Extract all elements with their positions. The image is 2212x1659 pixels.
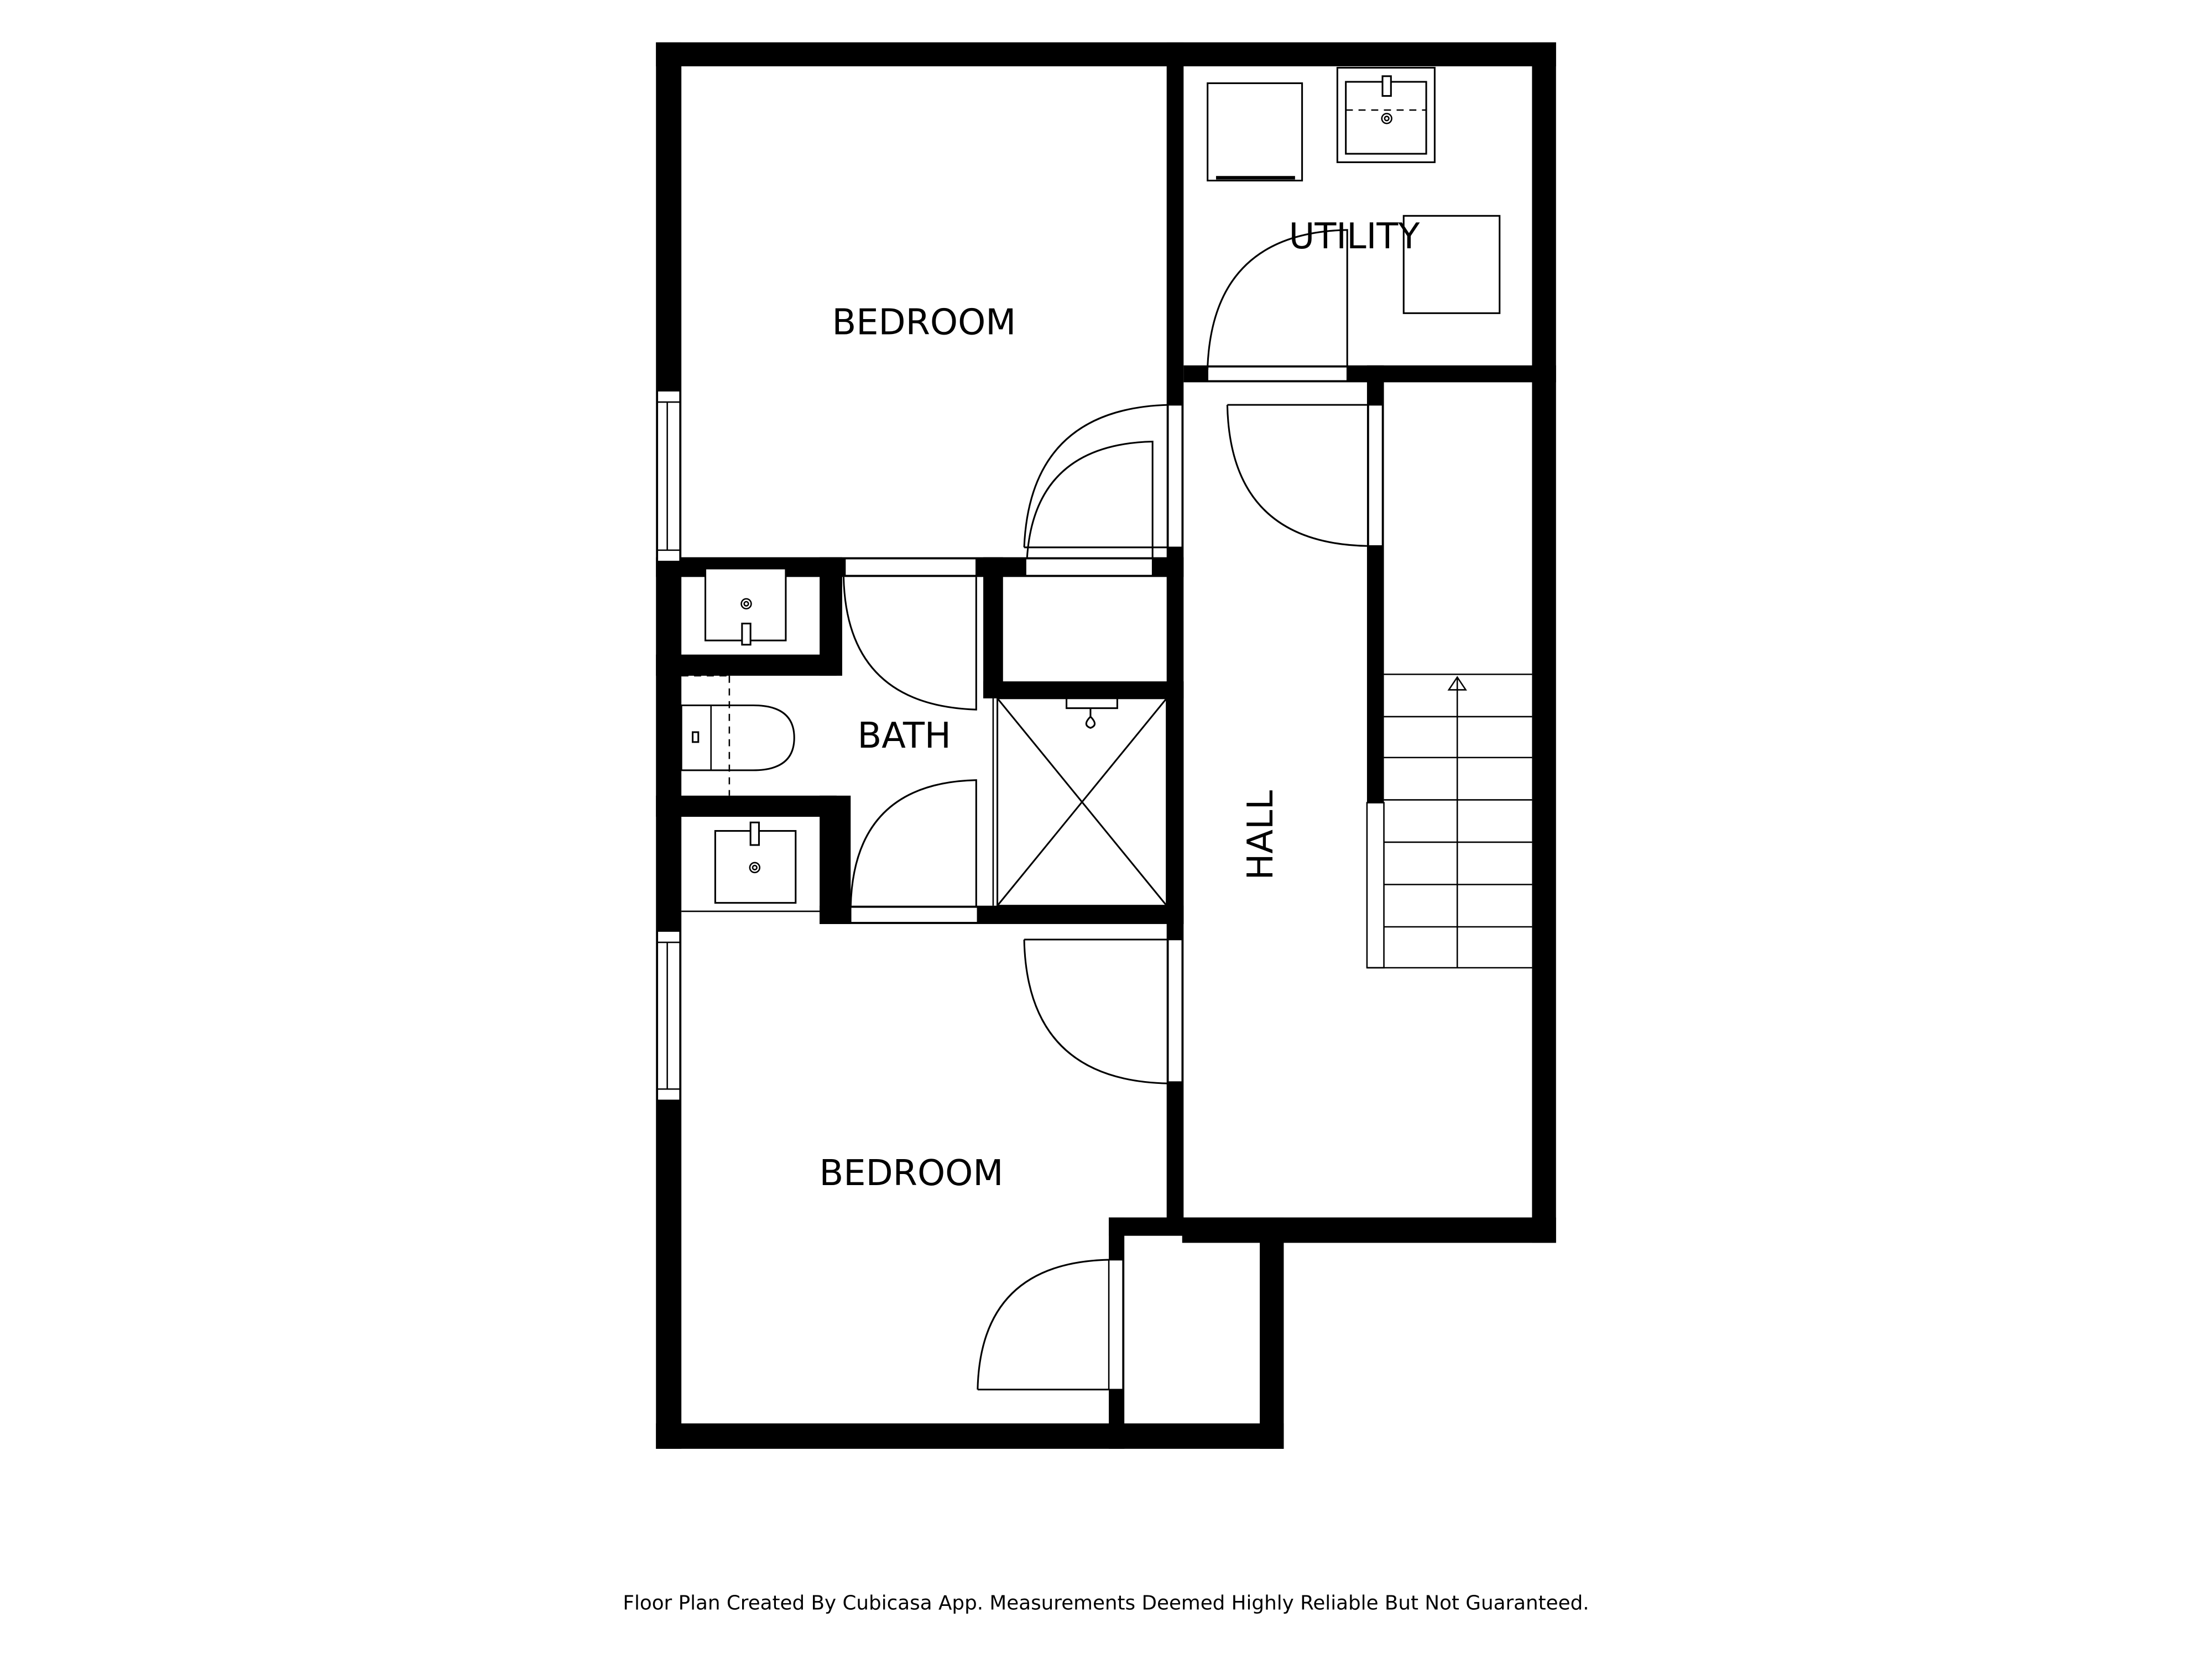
water-heater-icon xyxy=(1402,215,1501,314)
room-label-utility: UTILITY xyxy=(1289,216,1421,257)
room-label-bath: BATH xyxy=(858,716,951,757)
washer-icon xyxy=(1207,82,1303,182)
room-label-bedroom-bottom: BEDROOM xyxy=(820,1153,1004,1194)
footer-disclaimer: Floor Plan Created By Cubicasa App. Meas… xyxy=(623,1592,1589,1615)
room-label-hall: HALL xyxy=(1240,790,1281,880)
door-swings xyxy=(842,229,1367,1391)
openings xyxy=(656,366,1385,1391)
room-label-bedroom-top: BEDROOM xyxy=(832,302,1016,343)
window-bottom-left xyxy=(656,930,681,1102)
window-top-left xyxy=(656,390,681,562)
bath-fixtures xyxy=(680,567,1168,912)
shower-x-icon xyxy=(992,697,1168,907)
stairs xyxy=(1366,674,1532,969)
walls xyxy=(656,42,1556,1449)
toilet-icon xyxy=(680,675,795,796)
utility-fixtures xyxy=(1207,66,1501,314)
